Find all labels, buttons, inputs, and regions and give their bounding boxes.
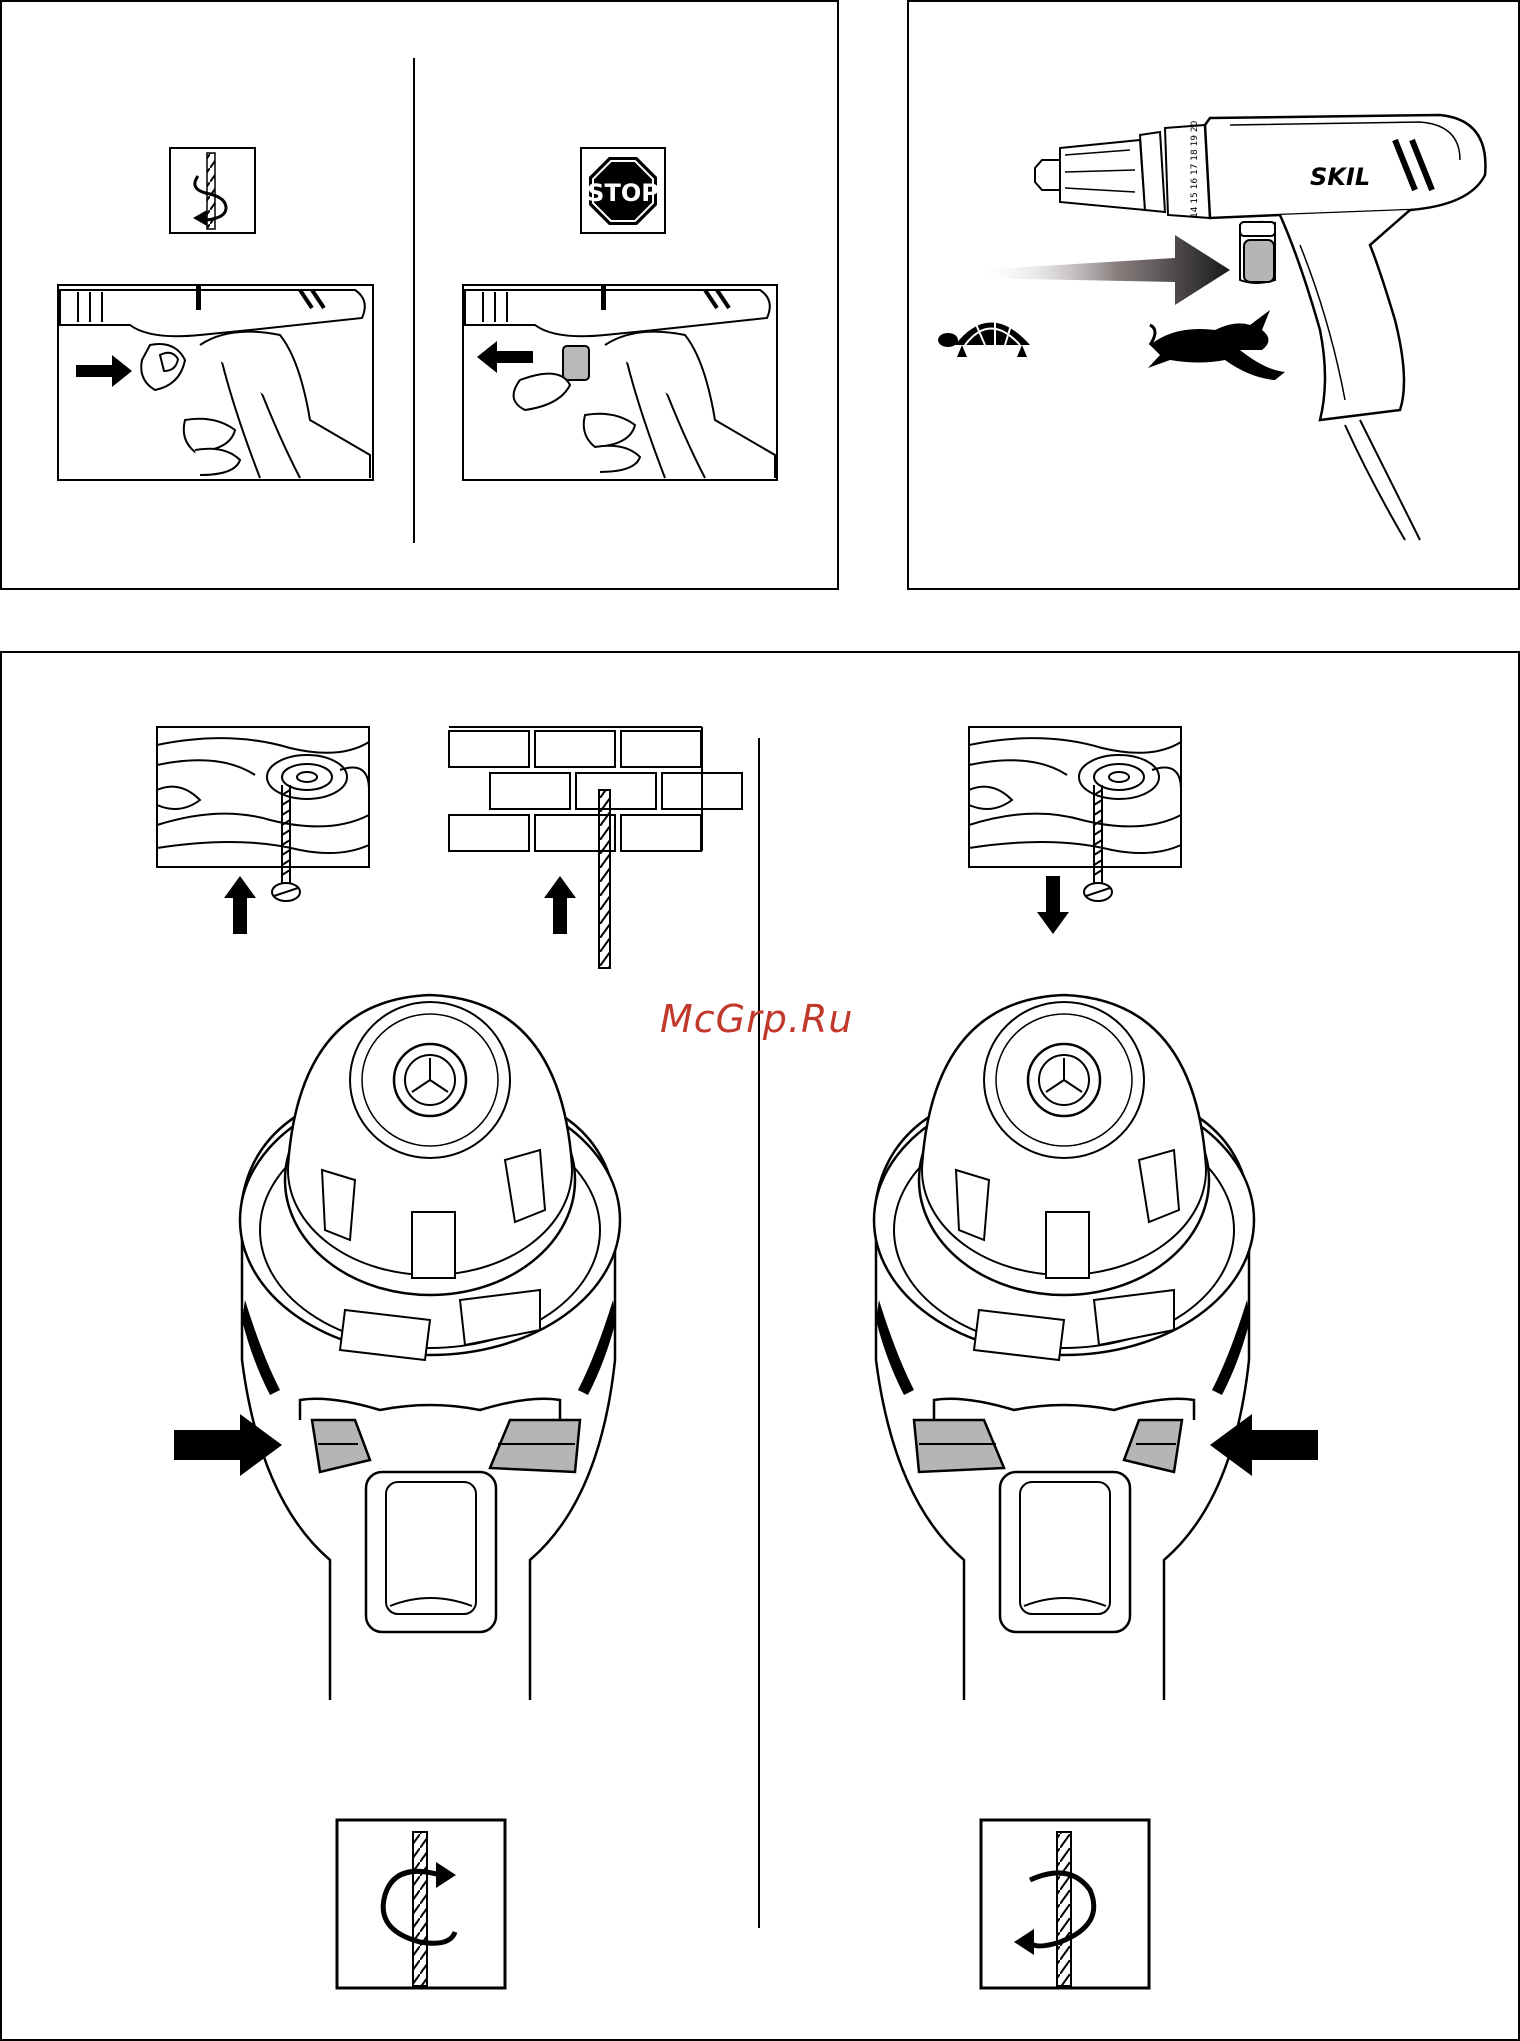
turtle-slow-icon (938, 315, 1030, 357)
speed-arrow-icon (975, 235, 1230, 305)
up-arrow-icon-2 (544, 876, 576, 934)
drill-front-view-reverse (874, 995, 1254, 1700)
inset-unlock-button (463, 285, 777, 480)
stop-sign-label: STOP (587, 179, 659, 207)
brand-logo-text: SKIL (1310, 163, 1370, 191)
wood-screw-in-illustration (157, 727, 369, 901)
drill-front-view-forward (240, 995, 620, 1700)
up-arrow-icon (224, 876, 256, 934)
rotation-forward-icon (337, 1820, 505, 1988)
speed-scale-label: 14 15 16 17 18 19 20 (1190, 120, 1200, 218)
down-arrow-icon (1037, 876, 1069, 934)
rotation-reverse-icon-large (981, 1820, 1149, 1988)
masonry-drill-illustration (449, 727, 742, 968)
rotation-reverse-icon (170, 148, 255, 233)
watermark-text: McGrp.Ru (660, 997, 853, 1041)
rabbit-fast-icon (1148, 310, 1285, 380)
wood-screw-out-illustration (969, 727, 1181, 901)
inset-lock-button (58, 285, 373, 480)
